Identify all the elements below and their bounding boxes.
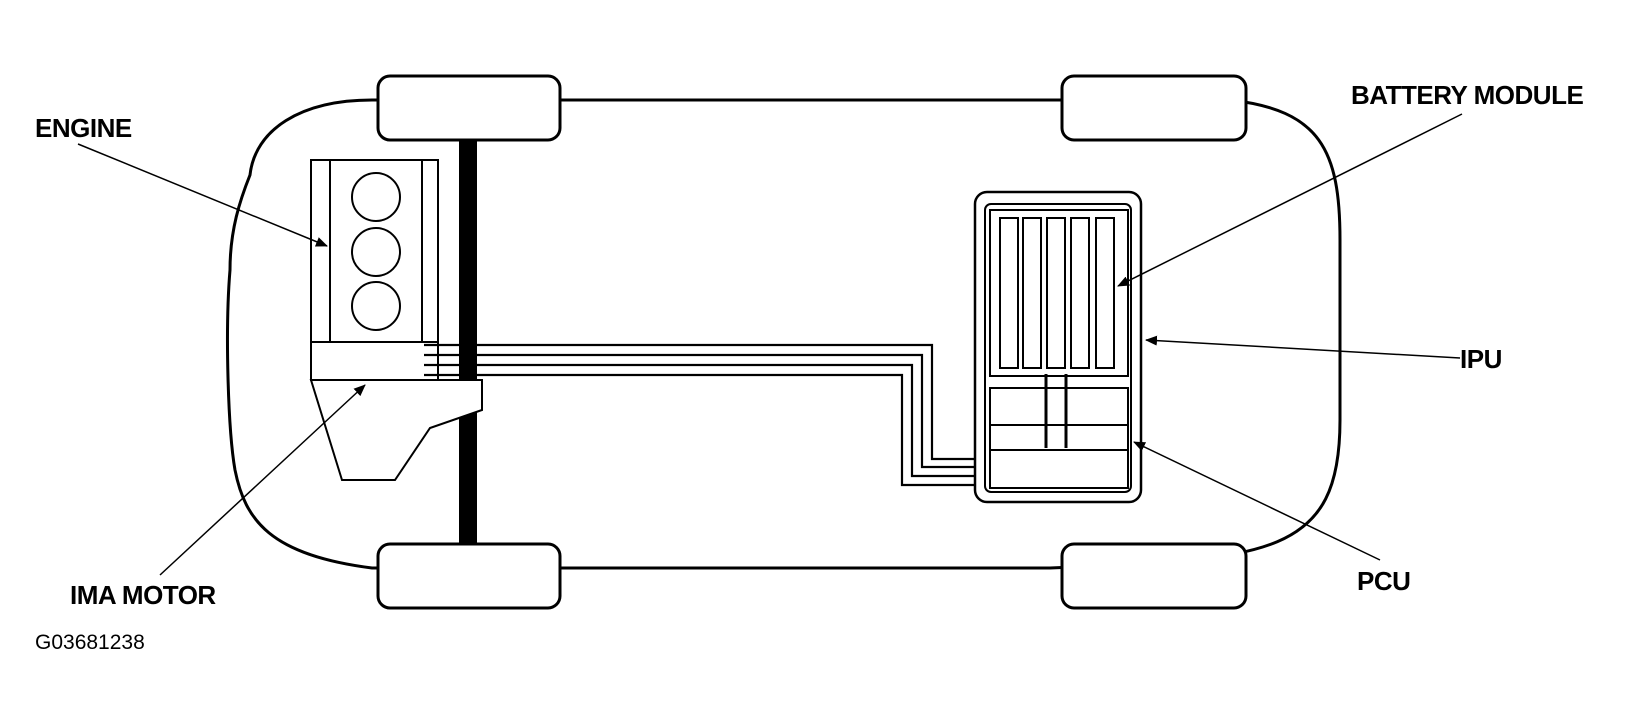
pcu-unit: [989, 387, 1129, 489]
ima-motor-label: IMA MOTOR: [70, 580, 216, 610]
rear-left-wheel: [1060, 74, 1248, 142]
front-axle: [459, 140, 477, 544]
engine-leader: [77, 143, 328, 247]
front-left-wheel: [376, 74, 562, 142]
front-right-wheel: [376, 542, 562, 610]
ipu-leader: [1145, 335, 1461, 359]
engine-label: ENGINE: [35, 113, 132, 143]
battery-module-label: BATTERY MODULE: [1351, 80, 1584, 110]
car-body-outline: [226, 98, 1342, 570]
ipu-label: IPU: [1460, 344, 1502, 374]
figure-code: G03681238: [35, 631, 145, 654]
engine-block: [310, 159, 439, 381]
rear-right-wheel: [1060, 542, 1248, 610]
ima-motor-leader: [159, 384, 366, 576]
pcu-label: PCU: [1357, 566, 1411, 596]
pcu-leader: [1133, 441, 1381, 561]
ipu-inner-frame: [984, 203, 1132, 493]
transmission-housing: [309, 379, 483, 481]
battery-module: [989, 209, 1129, 377]
cable-harness: [424, 343, 1000, 487]
battery-module-leader: [1117, 113, 1463, 287]
